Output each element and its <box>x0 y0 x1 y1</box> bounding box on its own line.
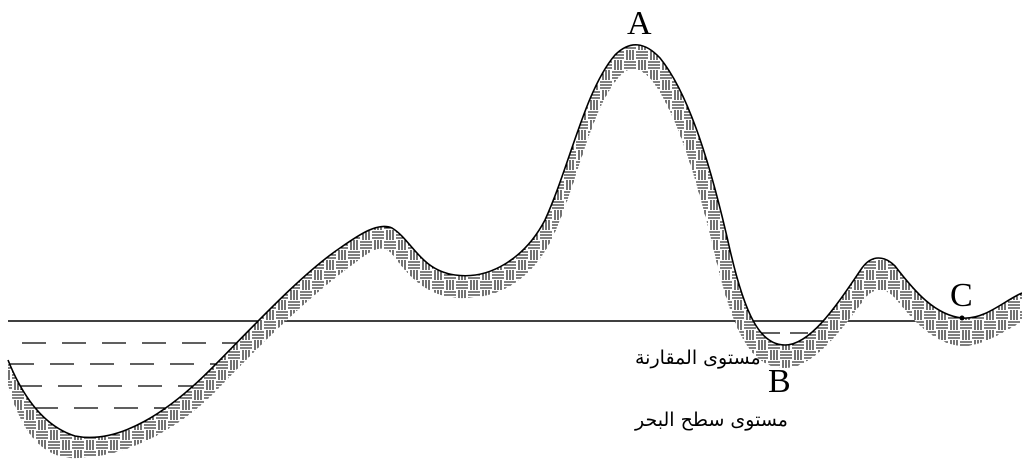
terrain-surface-line <box>7 44 1022 439</box>
point-c-marker <box>959 315 965 321</box>
point-b-label: B <box>768 363 791 400</box>
ground-hatch-band <box>8 44 1022 459</box>
sea-level-label: مستوى سطح البحر <box>634 409 788 431</box>
point-c-label: C <box>950 277 973 314</box>
reference-level-label: مستوى المقارنة <box>635 347 761 369</box>
point-a-label: A <box>627 5 652 42</box>
